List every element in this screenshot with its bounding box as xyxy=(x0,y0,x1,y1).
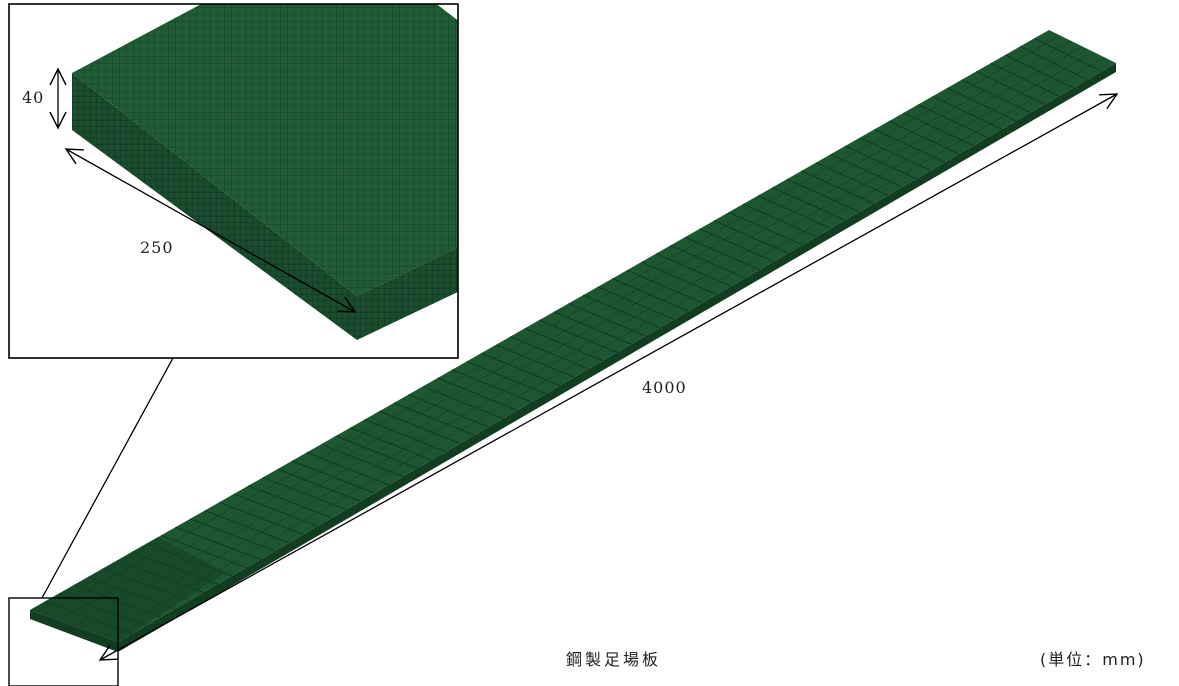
width-dimension-arrow xyxy=(64,148,357,313)
width-dimension-label: 250 xyxy=(140,238,174,257)
length-dimension-label: 4000 xyxy=(642,378,687,397)
inset-view xyxy=(8,3,459,359)
inset-frame xyxy=(8,3,459,359)
unit-note: (単位：mm) xyxy=(1040,650,1146,669)
figure-caption: 鋼製足場板 xyxy=(566,650,662,669)
inset-front-face xyxy=(357,247,458,340)
height-dimension-label: 40 xyxy=(22,88,45,107)
length-dimension-arrow xyxy=(98,93,1119,661)
